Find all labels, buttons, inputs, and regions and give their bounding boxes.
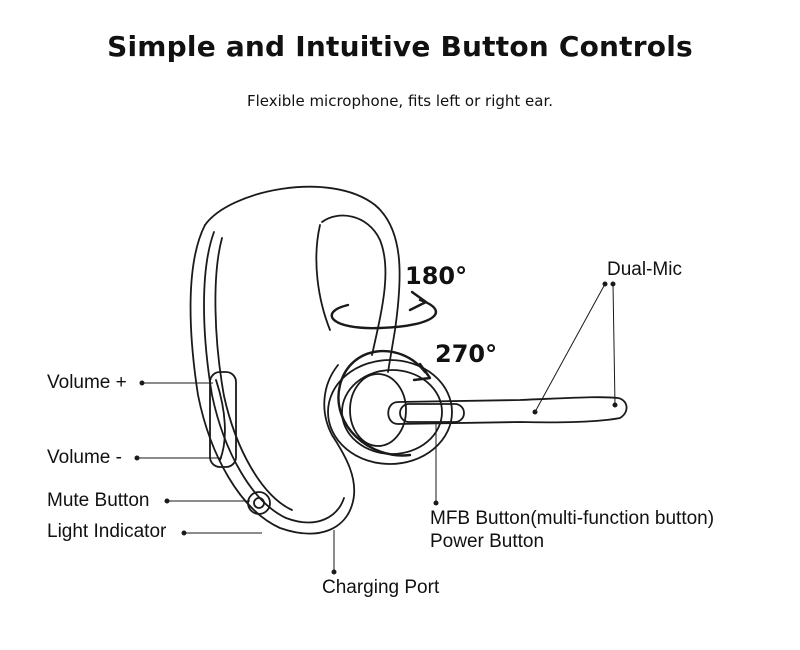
rotate-270-arrow bbox=[337, 349, 427, 457]
label-light-indicator: Light Indicator bbox=[47, 521, 167, 542]
rotation-270-label: 270° bbox=[435, 340, 498, 368]
ear-hook-inner bbox=[321, 214, 387, 356]
label-mute-button: Mute Button bbox=[47, 490, 150, 511]
mute-button-shape bbox=[247, 491, 271, 515]
mfb-button-shape bbox=[399, 403, 465, 423]
label-dual-mic: Dual-Mic bbox=[607, 259, 682, 280]
ear-hook bbox=[204, 185, 401, 373]
rotate-180-arrow bbox=[330, 298, 438, 330]
label-volume-down: Volume - bbox=[47, 447, 122, 468]
label-volume-up: Volume + bbox=[47, 372, 127, 393]
headset-body bbox=[189, 224, 356, 535]
label-power-button: Power Button bbox=[430, 531, 545, 552]
boom-mic bbox=[387, 396, 628, 425]
swivel-hub bbox=[327, 359, 453, 465]
label-charging-port: Charging Port bbox=[322, 577, 440, 598]
page-subtitle: Flexible microphone, fits left or right … bbox=[246, 92, 554, 110]
page-title: Simple and Intuitive Button Controls bbox=[107, 30, 693, 63]
volume-rocker bbox=[209, 371, 237, 468]
rotation-180-label: 180° bbox=[405, 262, 468, 290]
label-mfb-button: MFB Button(multi-function button) bbox=[430, 508, 715, 529]
